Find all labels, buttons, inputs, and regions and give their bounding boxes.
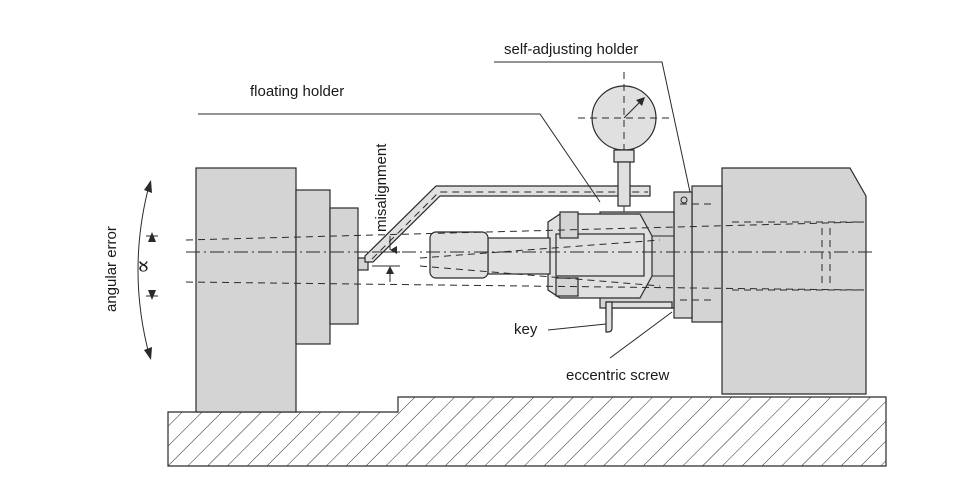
dial-indicator: [578, 72, 670, 212]
tool-holder: [429, 211, 675, 309]
machine-bed: [167, 396, 887, 467]
tailstock: [721, 167, 867, 395]
label-misalignment: misalignment: [373, 143, 390, 232]
label-angular-error: angular error: [103, 226, 120, 312]
label-self-adjusting-holder: self-adjusting holder: [504, 41, 638, 58]
angular-error-arc: [137, 180, 158, 360]
key-part: [605, 301, 673, 333]
leader-lines: [198, 61, 691, 359]
label-alpha: ∝: [131, 259, 156, 274]
label-key: key: [514, 321, 538, 338]
label-eccentric-screw: eccentric screw: [566, 367, 670, 384]
self-adjusting-holder: [673, 185, 723, 323]
label-floating-holder: floating holder: [250, 83, 344, 100]
axis-lines: [185, 221, 872, 291]
misalignment-marks: [372, 236, 400, 282]
headstock: [195, 167, 369, 413]
